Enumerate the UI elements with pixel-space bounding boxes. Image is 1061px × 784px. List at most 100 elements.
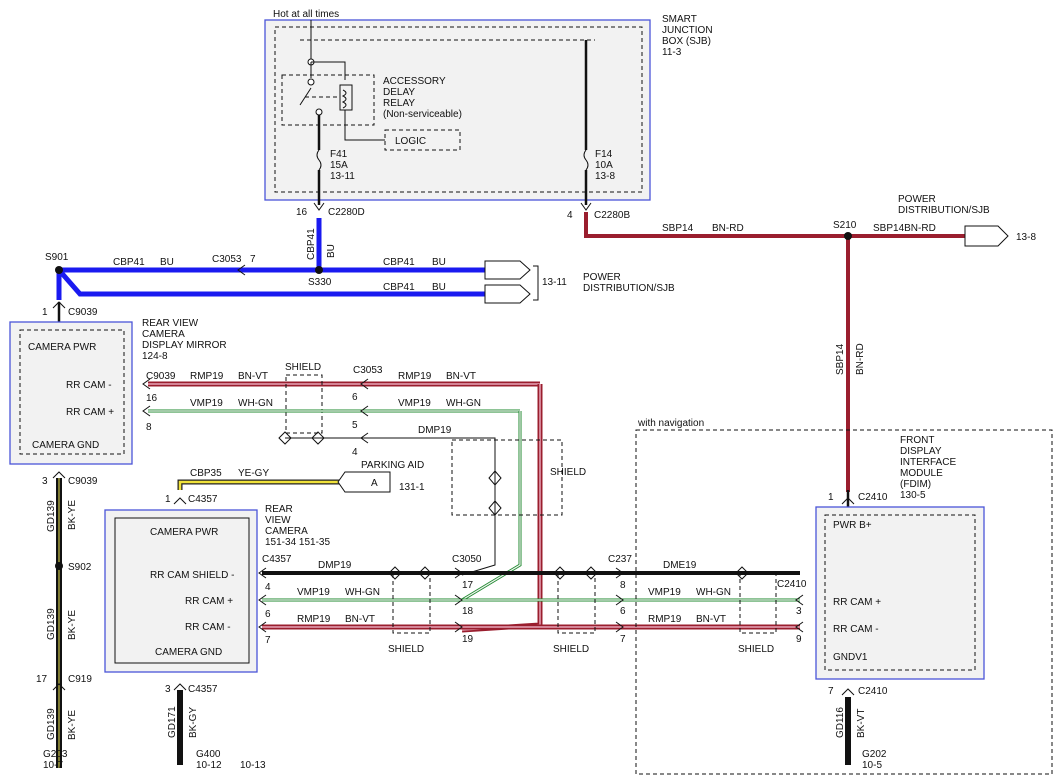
low-vmp19: VMP19 — [297, 587, 330, 598]
up-vmp19b: VMP19 — [398, 398, 431, 409]
camera-title-3: CAMERA — [265, 526, 308, 537]
parking-ref: 131-1 — [399, 482, 425, 493]
bu-label-a: BU — [160, 257, 174, 268]
up-vmp19a: VMP19 — [190, 398, 223, 409]
bu-vert: BU — [326, 244, 337, 258]
camera-p6: 6 — [265, 609, 271, 620]
up-pin4: 4 — [352, 447, 358, 458]
power-right-ref: 13-8 — [1016, 232, 1036, 243]
low-shield2: SHIELD — [553, 644, 589, 655]
camera-p7: 7 — [265, 635, 271, 646]
camera-neg: RR CAM - — [185, 622, 231, 633]
mirror-pin3: 3 — [42, 476, 48, 487]
mirror-title-4: 124-8 — [142, 351, 168, 362]
nav-label: with navigation — [637, 418, 704, 429]
camera-pos: RR CAM + — [185, 596, 233, 607]
gnd-bkye-b: BK-YE — [67, 610, 78, 640]
fdim-pos: RR CAM + — [833, 597, 881, 608]
gnd-g202: G202 — [862, 749, 887, 760]
camera-shield: RR CAM SHIELD - — [150, 570, 234, 581]
low-p17: 17 — [462, 580, 474, 591]
mirror-title-2: CAMERA — [142, 329, 185, 340]
pin7-blue: 7 — [250, 254, 256, 265]
cam-c4357c: C4357 — [188, 684, 218, 695]
c3053-blue: C3053 — [212, 254, 242, 265]
c2280d-label: C2280D — [328, 207, 365, 218]
mirror-cam-gnd: CAMERA GND — [32, 440, 99, 451]
up-pin5: 5 — [352, 420, 358, 431]
power-left-label-1: POWER — [583, 272, 621, 283]
low-vmp19b: VMP19 — [648, 587, 681, 598]
mirror-c9039c: C9039 — [68, 476, 98, 487]
mirror-title-3: DISPLAY MIRROR — [142, 340, 227, 351]
cam-pin1: 1 — [165, 494, 171, 505]
mirror-rr-cam-neg: RR CAM - — [66, 380, 112, 391]
gnd-g400: G400 — [196, 749, 221, 760]
cbp41-label-c: CBP41 — [383, 282, 415, 293]
low-whgn: WH-GN — [345, 587, 380, 598]
low-c237: C237 — [608, 554, 632, 565]
f14-1: F14 — [595, 149, 613, 160]
gnd-gd116: GD116 — [835, 707, 846, 738]
cbp41-vert: CBP41 — [306, 228, 317, 260]
s901-splice — [55, 266, 63, 274]
up-bnvtb: BN-VT — [446, 371, 476, 382]
gnd-bkye-a: BK-YE — [67, 500, 78, 530]
camera-title-1: REAR — [265, 504, 293, 515]
low-p9: 9 — [796, 634, 802, 645]
mirror-pin16: 16 — [146, 393, 158, 404]
fdim-title-4: MODULE — [900, 468, 943, 479]
s330-label: S330 — [308, 277, 332, 288]
fdim-pin1: 1 — [828, 492, 834, 503]
f14-2: 10A — [595, 160, 613, 171]
gnd-g400ref: 10-12 — [196, 760, 222, 771]
mirror-pin8: 8 — [146, 422, 152, 433]
cam-pin3: 3 — [165, 684, 171, 695]
up-whgna: WH-GN — [238, 398, 273, 409]
sjb-title-2: JUNCTION — [662, 25, 713, 36]
f14-3: 13-8 — [595, 171, 615, 182]
gnd-bkgy: BK-GY — [188, 707, 199, 738]
c2280b-label: C2280B — [594, 210, 630, 221]
sbp14-vert: SBP14 — [835, 343, 846, 375]
logic-box — [384, 129, 461, 151]
power-right-label-2: DISTRIBUTION/SJB — [898, 205, 990, 216]
gnd-c919: C919 — [68, 674, 92, 685]
low-whgnb: WH-GN — [696, 587, 731, 598]
low-shield3: SHIELD — [738, 644, 774, 655]
power-left-connector-b — [484, 284, 531, 304]
gnd-gd171: GD171 — [167, 706, 178, 738]
cbp41-label-a: CBP41 — [113, 257, 145, 268]
bu-label-b: BU — [432, 257, 446, 268]
gnd-g202ref: 10-5 — [862, 760, 882, 771]
low-p18: 18 — [462, 606, 474, 617]
camera-title-4: 151-34 151-35 — [265, 537, 330, 548]
low-rmp19: RMP19 — [297, 614, 331, 625]
relay-label-4: (Non-serviceable) — [383, 109, 462, 120]
cam-c4357: C4357 — [188, 494, 218, 505]
low-bnvtb: BN-VT — [696, 614, 726, 625]
cbp41-label-b: CBP41 — [383, 257, 415, 268]
gnd-gd139b: GD139 — [46, 608, 57, 640]
fdim-box — [815, 506, 985, 680]
up-whgnb: WH-GN — [446, 398, 481, 409]
fdim-pin7: 7 — [828, 686, 834, 697]
relay-label-3: RELAY — [383, 98, 415, 109]
fdim-c2410: C2410 — [858, 492, 888, 503]
camera-c4357b: C4357 — [262, 554, 292, 565]
mirror-pin1: 1 — [42, 307, 48, 318]
low-c3050: C3050 — [452, 554, 482, 565]
power-right-label-1: POWER — [898, 194, 936, 205]
mirror-c9039b: C9039 — [146, 371, 176, 382]
mirror-title-1: REAR VIEW — [142, 318, 199, 329]
camera-p4: 4 — [265, 582, 271, 593]
relay-box — [281, 74, 375, 126]
nav-dashed-region — [635, 429, 1053, 775]
relay-label-1: ACCESSORY — [383, 76, 446, 87]
gnd-g203ref: 10-7 — [43, 760, 63, 771]
low-rmp19b: RMP19 — [648, 614, 682, 625]
mirror-cam-pwr: CAMERA PWR — [28, 342, 96, 353]
camera-box — [104, 509, 258, 673]
power-right-connector — [964, 225, 1009, 247]
logic-label: LOGIC — [395, 136, 426, 147]
